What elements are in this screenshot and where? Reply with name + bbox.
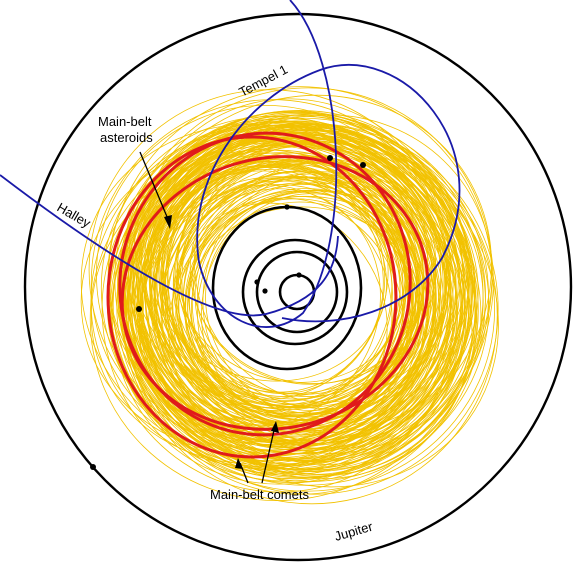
tempel-1-orbit (196, 0, 461, 328)
asteroid-orbit (123, 111, 461, 450)
main-belt-comet-position-2 (360, 162, 366, 168)
comets-arrow-right (261, 425, 276, 484)
venus-orbit (255, 250, 339, 334)
main-belt-asteroids-label-line1: Main-belt (98, 114, 152, 129)
asteroid-orbit (130, 120, 448, 438)
earth-orbit (241, 238, 349, 346)
asteroid-orbit (171, 177, 437, 445)
comets-arrowhead-left (235, 458, 243, 469)
asteroid-orbit (197, 190, 423, 397)
main-belt-comets-label: Main-belt comets (210, 487, 309, 502)
mars-orbit (211, 205, 363, 371)
asteroid-orbit (125, 129, 475, 476)
jupiter-label: Jupiter (333, 519, 375, 544)
asteroids-arrow (139, 151, 171, 225)
asteroid-orbit (96, 104, 442, 451)
jupiter-position (90, 464, 96, 470)
main-belt-comet-orbit-1 (106, 135, 398, 459)
asteroid-orbit (165, 124, 451, 420)
asteroid-orbit (108, 86, 493, 471)
earth-position (262, 288, 268, 294)
halley-label: Halley (55, 200, 94, 231)
annotation-arrows (139, 151, 279, 484)
asteroid-orbit (155, 188, 381, 426)
asteroid-orbit (175, 176, 404, 402)
asteroid-orbit (161, 158, 389, 400)
asteroid-orbit (108, 133, 436, 470)
comet-orbits (0, 0, 461, 328)
asteroid-orbit (183, 182, 414, 415)
mars-position (284, 204, 290, 210)
halley-orbit (0, 174, 339, 317)
venus-position (254, 279, 260, 285)
asteroids-arrowhead (164, 215, 172, 229)
main-belt-comet-position-3 (136, 306, 142, 312)
main-belt-comet-orbits (106, 131, 430, 459)
asteroid-orbit (126, 114, 494, 483)
inner-planet-orbits (211, 204, 363, 371)
comets-arrowhead-right (271, 421, 279, 433)
asteroid-orbit (123, 143, 451, 467)
mercury-position (296, 272, 302, 278)
asteroid-orbit (177, 155, 441, 409)
main-belt-comet-orbit-3 (118, 131, 412, 437)
jupiter-orbit (23, 12, 573, 562)
main-belt-asteroids-label-line2: asteroids (100, 130, 153, 145)
main-belt-comet-position-1 (327, 155, 333, 161)
